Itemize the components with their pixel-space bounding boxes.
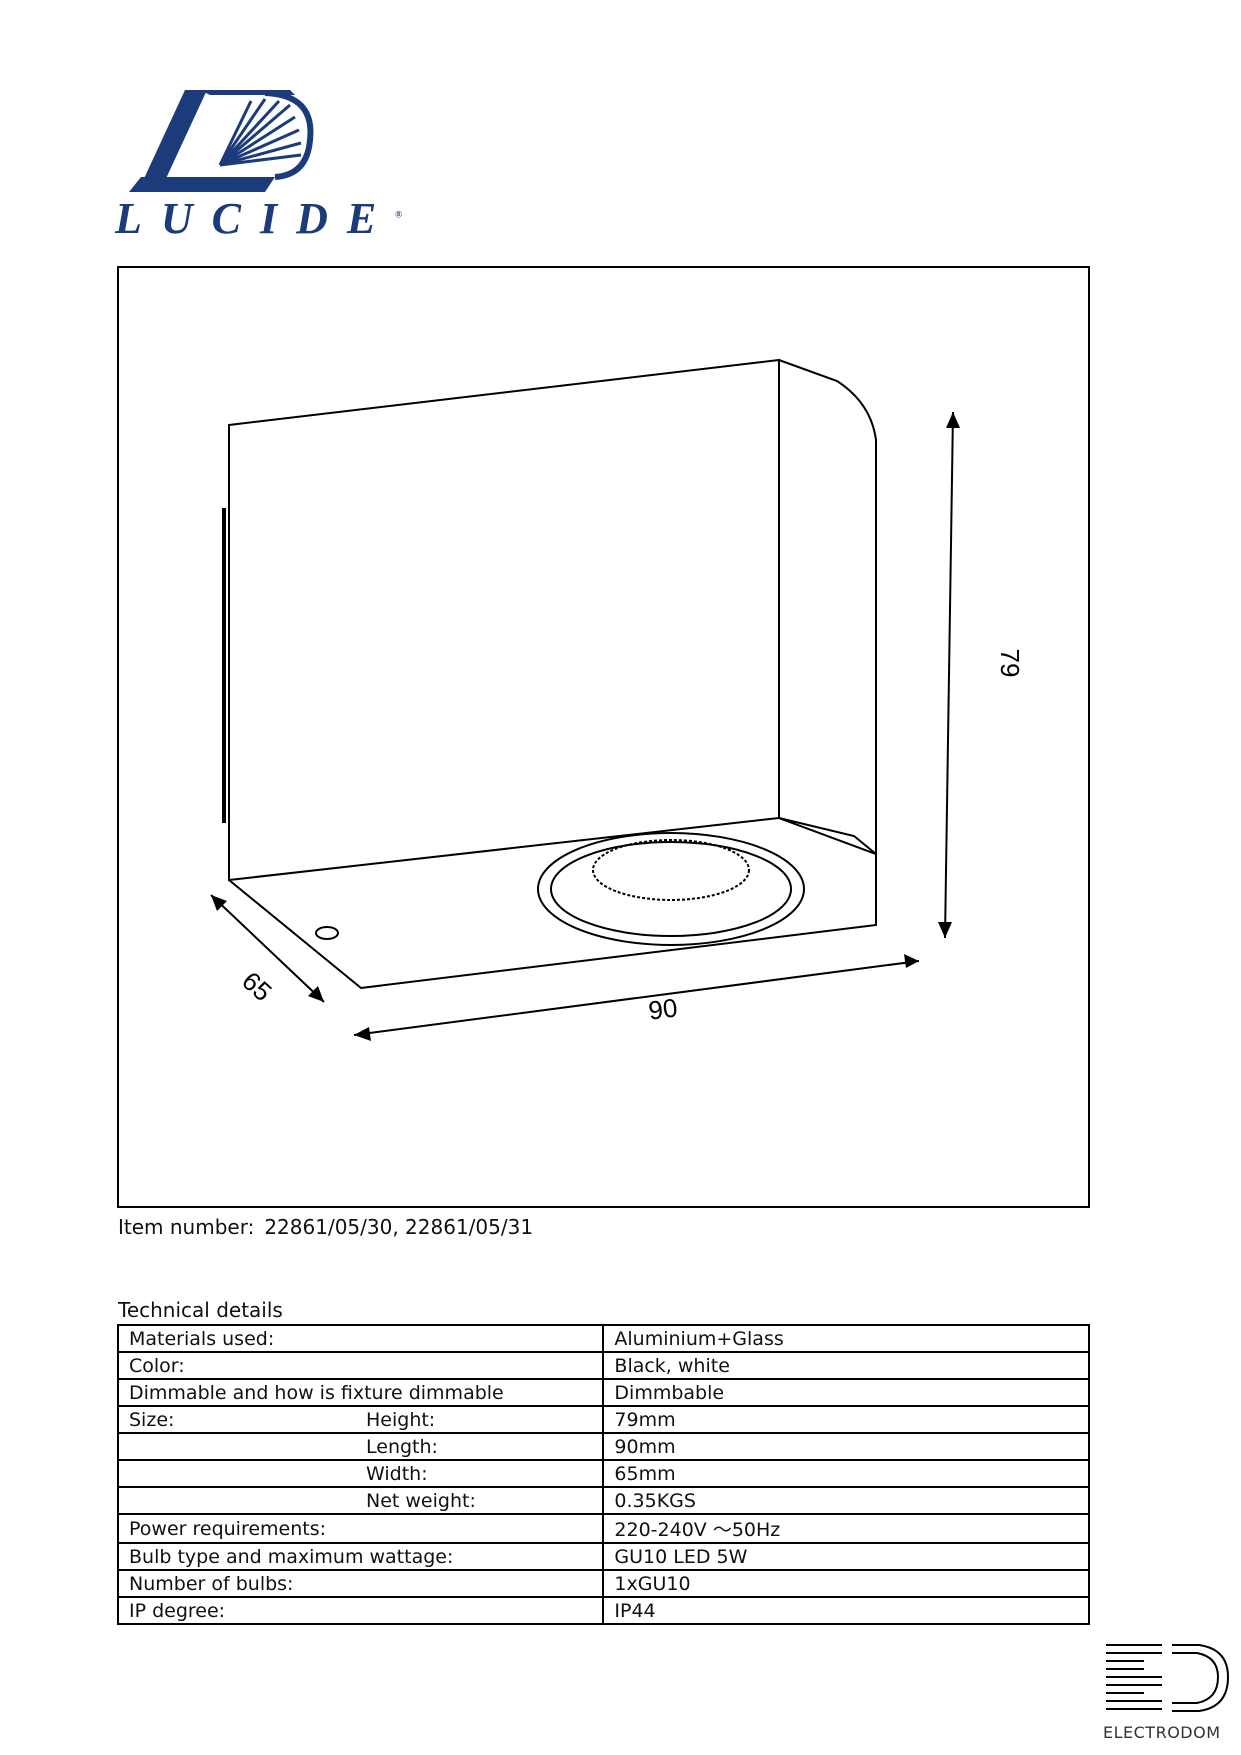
spec-label: Bulb type and maximum wattage: <box>129 1545 454 1568</box>
side-face <box>778 359 877 856</box>
spec-label: Color: <box>129 1354 185 1377</box>
bottom-face <box>228 817 877 990</box>
spec-label: Size: <box>129 1408 175 1431</box>
spec-value: Aluminium+Glass <box>602 1324 1090 1353</box>
spec-row: Materials used: Aluminium+Glass <box>116 1324 1090 1353</box>
lucide-logo: LUCIDE® <box>115 85 402 245</box>
screw-icon <box>315 926 339 940</box>
spec-sub-label: Height: <box>366 1409 436 1431</box>
spec-label: Number of bulbs: <box>129 1572 294 1595</box>
electrodom-wordmark: ELECTRODOM <box>1103 1723 1221 1742</box>
spec-label-cell: Net weight: <box>116 1486 605 1515</box>
length-arrow <box>353 960 920 1036</box>
spec-value: 79mm <box>602 1405 1090 1434</box>
spec-row: Dimmable and how is fixture dimmable Dimm… <box>116 1378 1090 1407</box>
lucide-wordmark: LUCIDE® <box>115 194 402 243</box>
item-number: Item number: 22861/05/30, 22861/05/31 <box>118 1215 533 1239</box>
spec-label-cell: Power requirements: <box>116 1513 605 1544</box>
spec-label: Dimmable and how is fixture dimmable <box>129 1381 504 1404</box>
spec-label-cell: Materials used: <box>116 1324 605 1353</box>
spec-label-cell: Length: <box>116 1432 605 1461</box>
spec-label-cell: Bulb type and maximum wattage: <box>116 1542 605 1571</box>
spec-sub-label: Net weight: <box>366 1490 476 1512</box>
spec-label-cell: Dimmable and how is fixture dimmable <box>116 1378 605 1407</box>
width-arrow <box>210 894 325 1003</box>
electrodom-logo <box>1104 1641 1230 1741</box>
spec-row: Number of bulbs: 1xGU10 <box>116 1569 1090 1598</box>
spec-label-cell: IP degree: <box>116 1596 605 1625</box>
spec-label: Materials used: <box>129 1327 275 1350</box>
spec-row: Bulb type and maximum wattage: GU10 LED 5… <box>116 1542 1090 1571</box>
item-number-label: Item number: <box>118 1215 255 1239</box>
spec-value: Dimmbable <box>602 1378 1090 1407</box>
length-dimension-label: 90 <box>647 992 679 1025</box>
spec-row: Size: Height: 79mm <box>116 1405 1090 1434</box>
item-number-value: 22861/05/30, 22861/05/31 <box>264 1215 534 1239</box>
lens-outer-ring <box>537 832 805 946</box>
spec-sub-label: Width: <box>366 1463 428 1485</box>
spec-label: Power requirements: <box>129 1517 327 1540</box>
spec-label-cell: Color: <box>116 1351 605 1380</box>
spec-value: IP44 <box>602 1596 1090 1625</box>
spec-value: 65mm <box>602 1459 1090 1488</box>
front-face <box>228 358 780 882</box>
lucide-emblem-icon <box>129 90 314 192</box>
height-dimension-label: 79 <box>995 649 1025 678</box>
spec-value: 90mm <box>602 1432 1090 1461</box>
width-dimension-label: 65 <box>236 965 278 1007</box>
spec-value: 1xGU10 <box>602 1569 1090 1598</box>
spec-row: Power requirements: 220-240V ～50Hz <box>116 1513 1090 1544</box>
spec-row: Width: 65mm <box>116 1459 1090 1488</box>
spec-row: IP degree: IP44 <box>116 1596 1090 1625</box>
fixture-drawing: 79 65 90 <box>210 358 1025 1041</box>
spec-label: IP degree: <box>129 1599 226 1622</box>
spec-value: 220-240V ～50Hz <box>602 1513 1090 1544</box>
spec-label-cell: Number of bulbs: <box>116 1569 605 1598</box>
spec-row: Net weight: 0.35KGS <box>116 1486 1090 1515</box>
height-arrow <box>944 411 954 939</box>
lens-glass <box>592 839 750 901</box>
technical-drawing: 79 65 90 <box>117 266 1090 1208</box>
spec-row: Length: 90mm <box>116 1432 1090 1461</box>
electrodom-ed-icon <box>1106 1644 1230 1712</box>
technical-details-title: Technical details <box>118 1298 283 1322</box>
spec-value: GU10 LED 5W <box>602 1542 1090 1571</box>
spec-label-cell: Size: Height: <box>116 1405 605 1434</box>
spec-sub-label: Length: <box>366 1436 438 1458</box>
spec-value: 0.35KGS <box>602 1486 1090 1515</box>
spec-row: Color: Black, white <box>116 1351 1090 1380</box>
spec-value: Black, white <box>602 1351 1090 1380</box>
spec-label-cell: Width: <box>116 1459 605 1488</box>
